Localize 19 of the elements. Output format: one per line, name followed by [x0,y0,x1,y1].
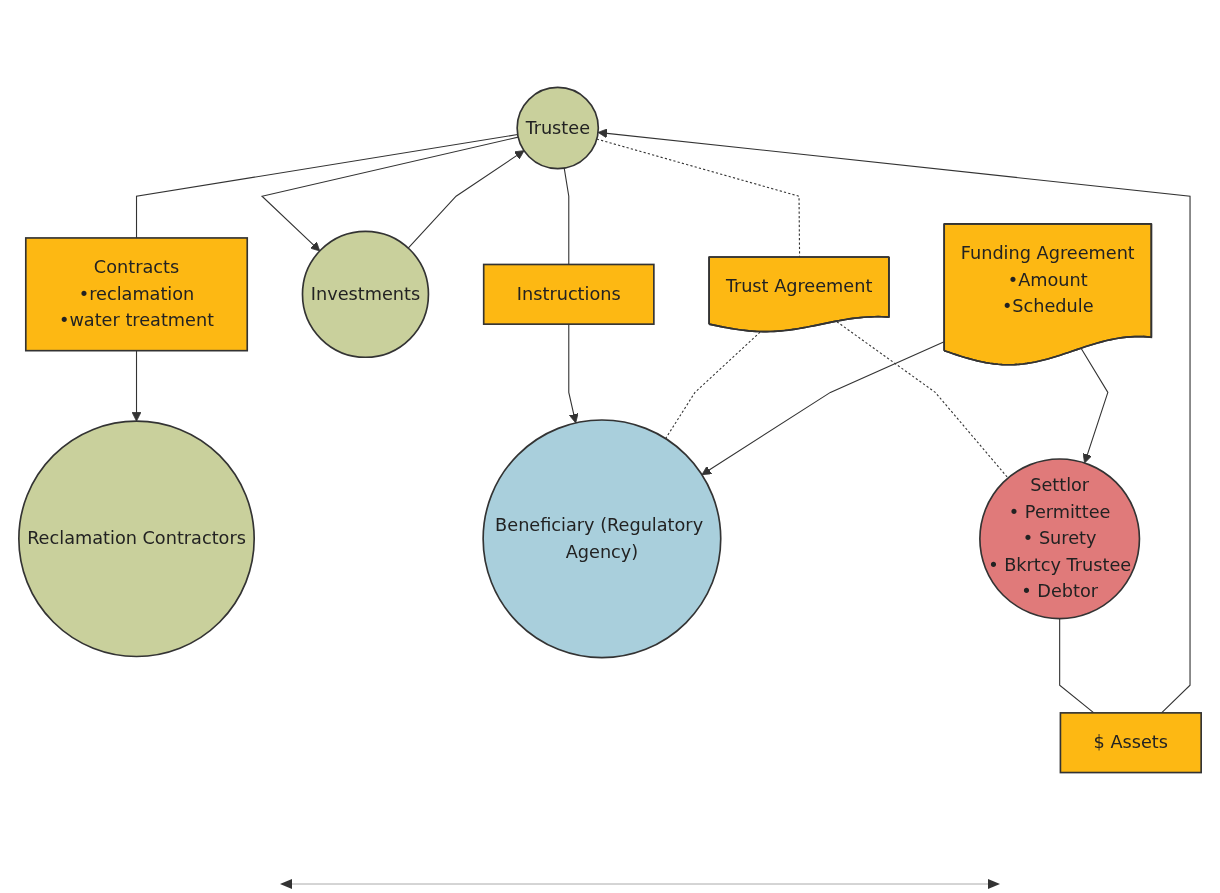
node-box: Contracts •reclamation •water treatment [24,237,249,352]
connector [563,167,570,266]
node-circle: Reclamation Contractors [18,420,255,658]
connector [836,321,1009,479]
arrow [131,350,142,422]
arrow [701,341,946,476]
arrow [568,323,579,424]
connector [1059,618,1095,714]
arrow [407,150,525,249]
node-circle: Settlor • Permittee • Surety • Bkrtcy Trustee • Debtor [979,458,1141,620]
node-circle: Beneficiary (Regulatory Agency) [482,419,722,659]
arrow [597,128,1191,714]
node-circle: Trustee [516,86,600,170]
node-box: $ Assets [1059,712,1202,774]
arrow [260,136,519,252]
connector [665,331,761,440]
node-circle: Investments [301,230,430,359]
node-box: Instructions [482,263,655,325]
arrow [1080,348,1109,464]
